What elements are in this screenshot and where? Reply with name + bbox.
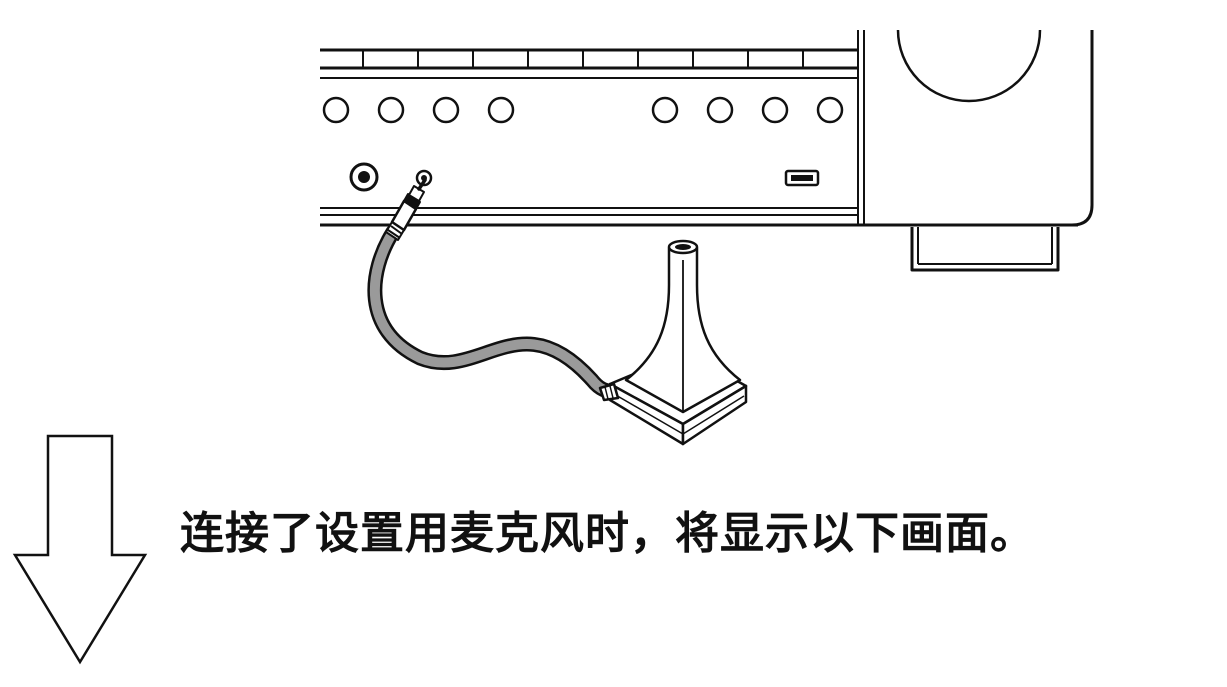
front-buttons-left — [322, 96, 515, 124]
av-receiver — [320, 29, 1094, 272]
front-buttons-right — [651, 96, 844, 124]
top-panel-segments — [362, 50, 804, 68]
volume-knob — [896, 29, 1042, 103]
headphone-jack — [349, 162, 379, 192]
receiver-foot — [910, 227, 1060, 272]
usb-port — [784, 169, 820, 187]
mic-cable — [367, 224, 623, 399]
down-arrow-icon — [12, 434, 148, 665]
mic-plug — [385, 178, 427, 241]
caption-text: 连接了设置用麦克风时，将显示以下画面。 — [180, 508, 1035, 559]
setup-microphone — [598, 239, 748, 446]
